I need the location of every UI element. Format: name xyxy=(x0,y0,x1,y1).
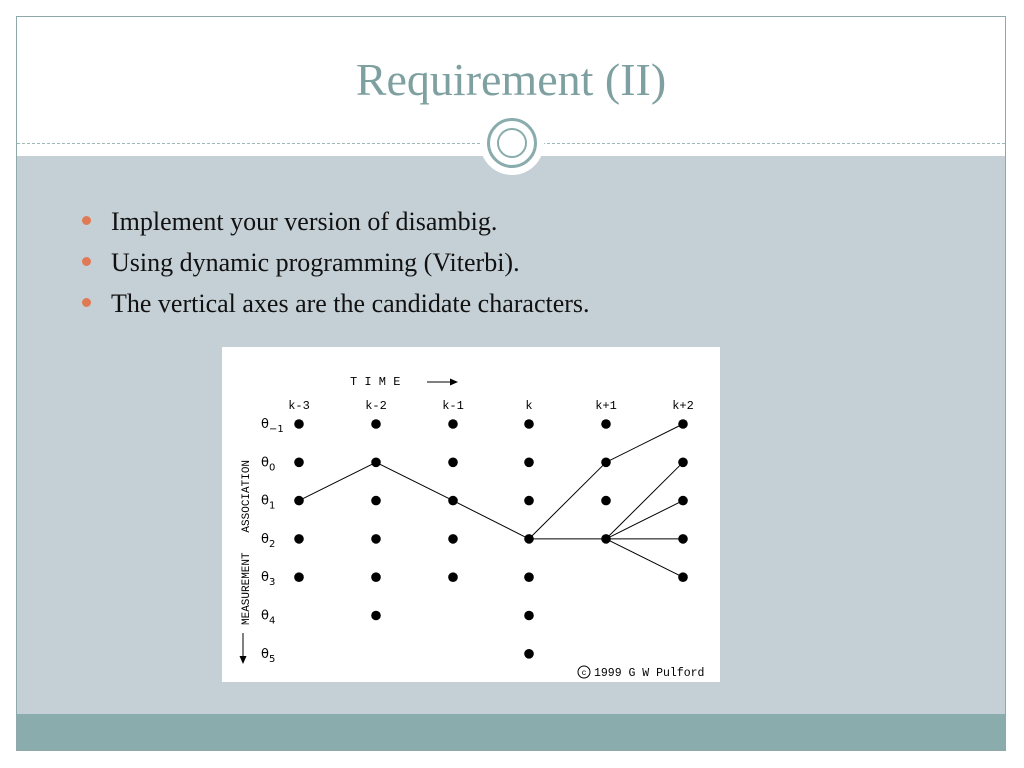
state-node xyxy=(294,534,304,544)
state-subscript: 1 xyxy=(269,501,275,512)
state-symbol: θ xyxy=(261,494,269,509)
state-symbol: θ xyxy=(261,647,269,662)
vertical-axis-label: MEASUREMENT ASSOCIATION xyxy=(241,460,253,625)
state-node xyxy=(678,495,688,506)
state-node xyxy=(294,419,304,429)
footer-bar xyxy=(17,714,1005,750)
path-edge xyxy=(605,461,684,540)
state-node xyxy=(371,534,381,544)
bullet-dot-icon xyxy=(82,257,91,266)
state-node xyxy=(524,572,534,582)
state-node xyxy=(448,495,458,506)
copyright-c: c xyxy=(582,669,587,678)
vertical-axis-group: MEASUREMENT ASSOCIATION xyxy=(239,460,253,664)
state-subscript: −1 xyxy=(269,424,284,435)
state-node xyxy=(524,610,534,621)
column-label: k-3 xyxy=(288,399,310,413)
state-node xyxy=(448,457,458,468)
slide-title: Requirement (II) xyxy=(355,54,667,105)
state-node xyxy=(524,457,534,468)
divider-ring-inner xyxy=(497,128,527,158)
state-node xyxy=(371,419,381,429)
bullet-item: Using dynamic programming (Viterbi). xyxy=(79,242,590,283)
path-edge xyxy=(375,461,454,502)
copyright-circle-icon xyxy=(577,665,591,679)
column-label: k-1 xyxy=(442,399,464,413)
state-node xyxy=(601,495,611,506)
state-symbol: θ xyxy=(261,609,269,624)
state-node xyxy=(294,572,304,582)
path-edge xyxy=(298,461,377,502)
time-arrow-head-icon xyxy=(450,378,458,386)
state-node xyxy=(601,457,611,468)
state-symbol: θ xyxy=(261,570,269,585)
state-node xyxy=(294,457,304,468)
state-subscript: 0 xyxy=(269,462,275,473)
state-node xyxy=(371,495,381,506)
state-label: θ5 xyxy=(261,647,275,665)
state-node xyxy=(601,534,611,544)
state-label: θ4 xyxy=(261,609,275,627)
state-label: θ−1 xyxy=(261,417,284,435)
bullet-item: Implement your version of disambig. xyxy=(79,201,590,242)
state-subscript: 5 xyxy=(269,654,275,665)
column-labels: k-3 k-2 k-1 k k+1 k+2 xyxy=(288,399,694,413)
bullet-text: Implement your version of disambig. xyxy=(111,207,498,236)
bullet-item: The vertical axes are the candidate char… xyxy=(79,283,590,324)
vertical-arrow-head-icon xyxy=(239,656,247,664)
column-label: k xyxy=(525,399,532,413)
state-symbol: θ xyxy=(261,532,269,547)
state-label: θ0 xyxy=(261,455,275,473)
state-label: θ2 xyxy=(261,532,275,550)
time-label: T I M E xyxy=(350,375,400,389)
state-label: θ3 xyxy=(261,570,275,588)
bullet-text: Using dynamic programming (Viterbi). xyxy=(111,248,520,277)
state-node xyxy=(448,534,458,544)
state-subscript: 3 xyxy=(269,577,275,588)
state-node xyxy=(371,610,381,621)
column-label: k+1 xyxy=(595,399,617,413)
state-node xyxy=(678,457,688,468)
path-edge xyxy=(605,538,684,578)
state-node xyxy=(524,534,534,544)
column-label: k-2 xyxy=(365,399,387,413)
path-edge xyxy=(452,500,530,540)
state-label: θ1 xyxy=(261,494,275,512)
state-node xyxy=(371,457,381,468)
state-subscript: 4 xyxy=(269,616,275,627)
bullet-dot-icon xyxy=(82,298,91,307)
copyright-text: 1999 G W Pulford xyxy=(594,667,704,680)
path-edge xyxy=(528,461,607,540)
time-header: T I M E xyxy=(350,375,458,389)
path-edge xyxy=(605,500,684,540)
state-symbol: θ xyxy=(261,455,269,470)
state-node xyxy=(448,572,458,582)
slide: Requirement (II) Implement your version … xyxy=(16,16,1006,751)
divider-ring-icon xyxy=(487,118,537,168)
bullet-text: The vertical axes are the candidate char… xyxy=(111,289,590,318)
state-nodes xyxy=(294,419,688,659)
state-node xyxy=(448,419,458,429)
state-node xyxy=(678,572,688,582)
state-node xyxy=(601,419,611,429)
state-node xyxy=(524,649,534,659)
state-node xyxy=(371,572,381,582)
bullet-list: Implement your version of disambig. Usin… xyxy=(79,201,590,324)
column-label: k+2 xyxy=(672,399,694,413)
path-edge xyxy=(605,423,684,463)
bullet-dot-icon xyxy=(82,216,91,225)
state-symbol: θ xyxy=(261,417,269,432)
state-node xyxy=(524,495,534,506)
state-node xyxy=(678,534,688,544)
state-node xyxy=(294,495,304,506)
state-subscript: 2 xyxy=(269,539,275,550)
path-edges xyxy=(298,423,684,578)
state-node xyxy=(524,419,534,429)
state-node xyxy=(678,419,688,429)
copyright-group: c 1999 G W Pulford xyxy=(577,665,704,680)
